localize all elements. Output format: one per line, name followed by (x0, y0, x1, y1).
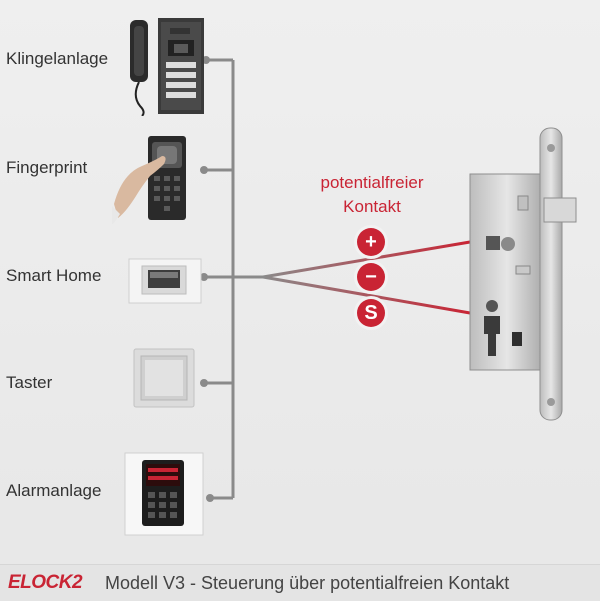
signal-terminal-icon: S (357, 299, 385, 327)
alarm-panel-icon (124, 452, 204, 541)
contact-title-line1: potentialfreier (320, 173, 424, 192)
smart-home-panel-icon (128, 258, 202, 309)
wire-plus (262, 240, 471, 279)
label-klingelanlage: Klingelanlage (6, 49, 109, 68)
contact-title-line2: Kontakt (343, 197, 401, 216)
label-smart-home: Smart Home (6, 266, 102, 285)
mortise-lock-icon (468, 126, 588, 431)
plus-terminal-icon: + (357, 228, 385, 256)
minus-terminal-icon: − (357, 263, 385, 291)
fingerprint-reader-icon (112, 134, 192, 229)
dot-smarthome (200, 273, 208, 281)
dot-taster (200, 379, 208, 387)
footer-bar (0, 564, 600, 601)
label-fingerprint: Fingerprint (6, 158, 88, 177)
label-taster: Taster (6, 373, 53, 392)
contact-title: potentialfreier Kontakt (272, 171, 472, 219)
push-button-switch-icon (133, 348, 197, 413)
wire-signal (262, 275, 471, 315)
brand-logo: ELOCK2 (8, 572, 83, 593)
dot-alarmanlage (206, 494, 214, 502)
label-alarmanlage: Alarmanlage (6, 481, 102, 500)
footer-caption: Modell V3 - Steuerung über potentialfrei… (105, 573, 510, 593)
dot-fingerprint (200, 166, 208, 174)
doorbell-intercom-icon (128, 16, 208, 121)
